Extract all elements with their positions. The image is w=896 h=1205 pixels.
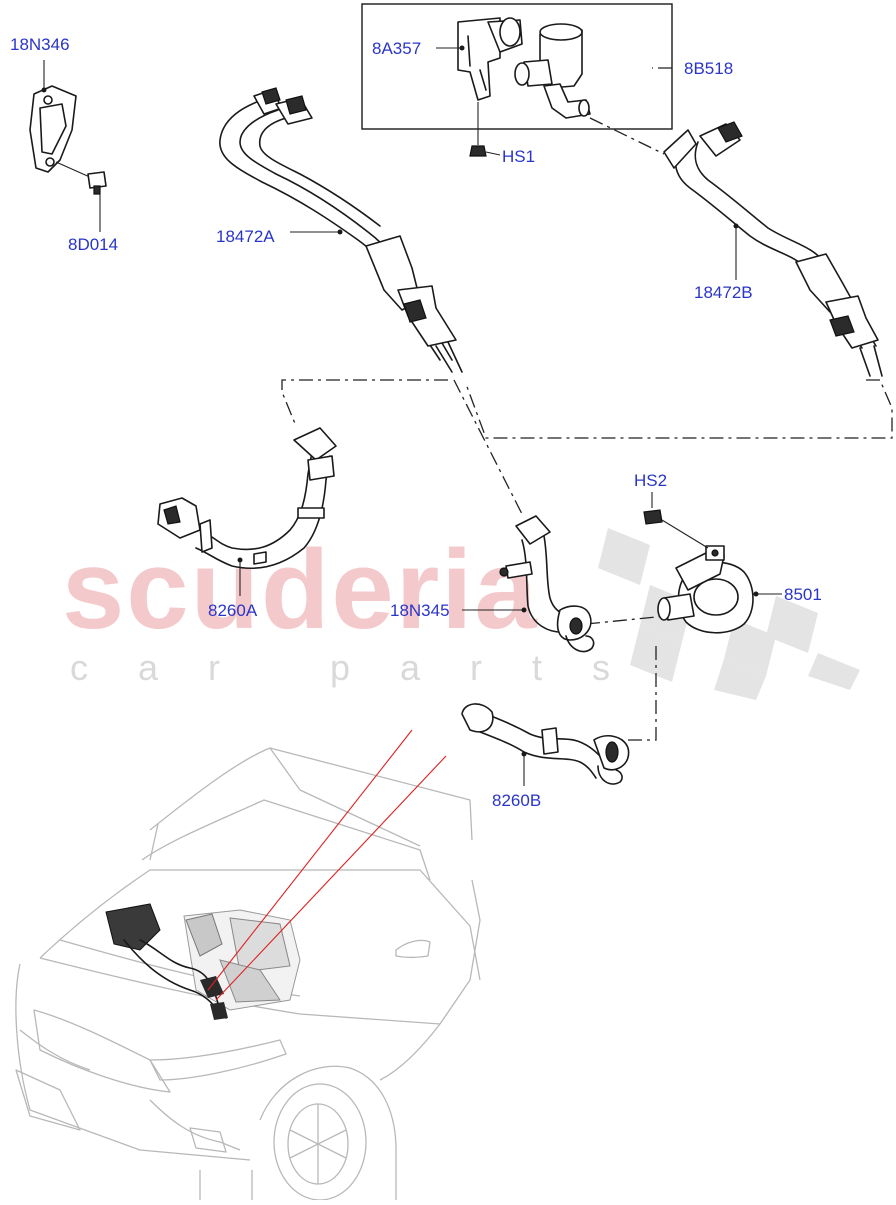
- pump-8501: [657, 545, 782, 634]
- label-8A357[interactable]: 8A357: [372, 39, 421, 58]
- watermark-brand: scuderia: [62, 527, 539, 652]
- label-8260A[interactable]: 8260A: [208, 601, 258, 620]
- label-18472A[interactable]: 18472A: [216, 227, 275, 246]
- label-8B518[interactable]: 8B518: [684, 59, 733, 78]
- hose-18472B: [663, 121, 883, 377]
- watermark-tagline: car parts: [70, 647, 660, 688]
- group-box: [361, 3, 673, 130]
- hose-8260A: [157, 427, 337, 596]
- bolt-HS1: [469, 102, 501, 157]
- label-18472B[interactable]: 18472B: [694, 283, 753, 302]
- label-8260B[interactable]: 8260B: [492, 791, 541, 810]
- label-18N345[interactable]: 18N345: [390, 601, 450, 620]
- label-8D014[interactable]: 8D014: [68, 235, 118, 254]
- engine-bay: [105, 903, 301, 1020]
- connection-lines: [281, 67, 893, 741]
- pump-8B518: [514, 23, 591, 119]
- hose-18N345: [462, 515, 595, 653]
- hose-8260B: [461, 703, 630, 786]
- bracket-8A357: [457, 17, 523, 101]
- bracket-18N346: [29, 60, 93, 179]
- hose-18472A: [219, 87, 463, 373]
- bolt-HS2: [643, 492, 709, 549]
- leader-dots: [41, 45, 759, 757]
- label-HS1[interactable]: HS1: [502, 147, 535, 166]
- vehicle-location-view: [15, 729, 481, 1201]
- bolt-8D014: [87, 171, 107, 232]
- part-labels: 18N346 8A357 8B518 HS1 8D014 18472A 1847…: [10, 35, 822, 810]
- label-HS2[interactable]: HS2: [634, 471, 667, 490]
- label-18N346[interactable]: 18N346: [10, 35, 70, 54]
- label-8501[interactable]: 8501: [784, 585, 822, 604]
